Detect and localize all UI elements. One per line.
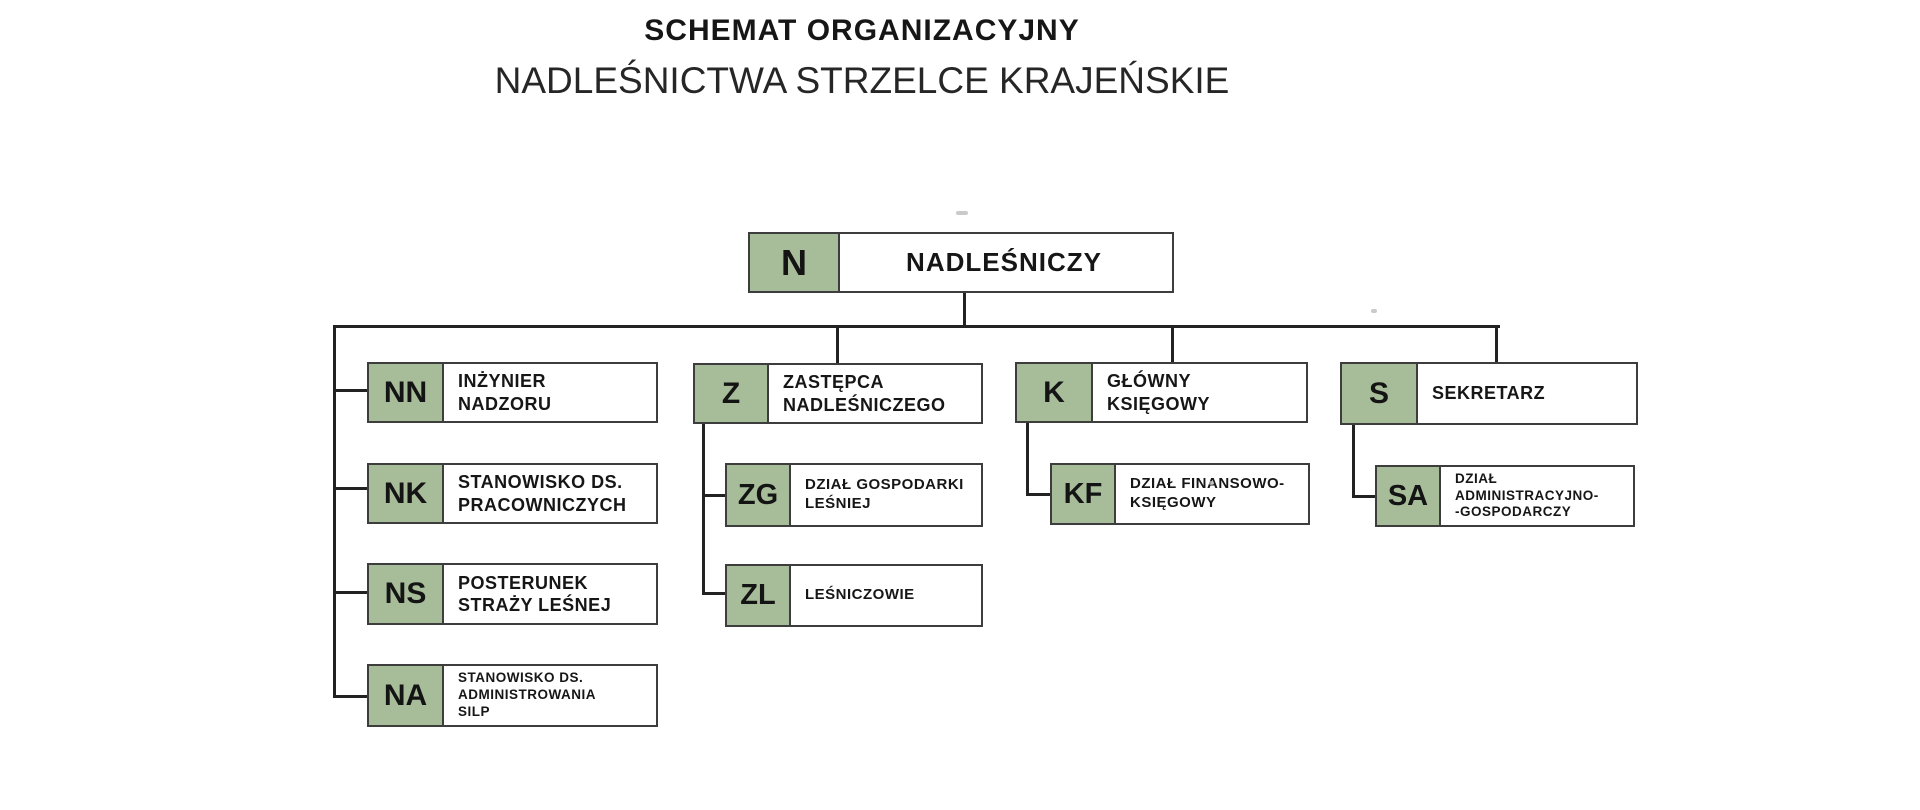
connector-stub-sa [1355,495,1375,498]
org-node-code-n: N [750,234,840,291]
org-node-label-k: GŁÓWNY KSIĘGOWY [1107,371,1211,414]
org-node-label-n: NADLEŚNICZY [906,247,1102,278]
org-node-lesniczowie: ZL LEŚNICZOWIE [725,564,983,627]
org-node-label-zl: LEŚNICZOWIE [805,586,915,604]
chart-title: SCHEMAT ORGANIZACYJNY [644,14,1080,47]
connector-z-spine [702,424,705,595]
org-node-code-z: Z [695,365,769,422]
connector-left-spine [333,325,336,698]
connector-stub-zl [705,592,725,595]
org-node-code-na: NA [369,666,444,725]
connector-stub-zg [705,494,725,497]
org-node-dzial-gospodarki-lesnej: ZG DZIAŁ GOSPODARKI LEŚNIEJ [725,463,983,527]
connector-k-spine [1026,423,1029,496]
org-node-code-zl: ZL [727,566,791,625]
org-node-code-s: S [1342,364,1418,423]
org-node-dzial-administracyjno-gospodarczy: SA DZIAŁ ADMINISTRACYJNO- -GOSPODARCZY [1375,465,1635,527]
connector-s-spine [1352,425,1355,498]
scan-artifact [1371,309,1377,313]
org-node-code-ns: NS [369,565,444,623]
org-node-code-nk: NK [369,465,444,522]
org-node-glowny-ksiegowy: K GŁÓWNY KSIĘGOWY [1015,362,1308,423]
connector-stub-nn [336,389,367,392]
connector-drop-s [1495,328,1498,362]
org-node-code-nn: NN [369,364,444,421]
connector-main-horizontal [333,325,1500,328]
org-node-label-kf: DZIAŁ FINANSOWO- KSIĘGOWY [1130,475,1285,511]
scan-artifact [956,211,968,215]
connector-root-drop [963,292,966,328]
org-node-code-sa: SA [1377,467,1441,525]
org-node-code-zg: ZG [727,465,791,525]
org-node-code-k: K [1017,364,1093,421]
org-node-nadlesniczy: N NADLEŚNICZY [748,232,1174,293]
org-node-label-z: ZASTĘPCA NADLEŚNICZEGO [783,372,946,415]
org-node-sekretarz: S SEKRETARZ [1340,362,1638,425]
org-node-label-s: SEKRETARZ [1432,383,1546,404]
chart-subtitle: NADLEŚNICTWA STRZELCE KRAJEŃSKIE [494,60,1230,101]
org-node-inzynier-nadzoru: NN INŻYNIER NADZORU [367,362,658,423]
org-node-label-na: STANOWISKO DS. ADMINISTROWANIA SILP [458,670,596,719]
org-node-label-nk: STANOWISKO DS. PRACOWNICZYCH [458,472,627,515]
connector-stub-ns [336,591,367,594]
org-node-label-sa: DZIAŁ ADMINISTRACYJNO- -GOSPODARCZY [1455,470,1599,520]
org-node-code-kf: KF [1052,465,1116,523]
org-node-stanowisko-pracownicze: NK STANOWISKO DS. PRACOWNICZYCH [367,463,658,524]
connector-drop-k [1171,328,1174,362]
org-node-label-ns: POSTERUNEK STRAŻY LEŚNEJ [458,572,612,616]
org-node-zastepca-nadlesniczego: Z ZASTĘPCA NADLEŚNICZEGO [693,363,983,424]
org-node-label-nn: INŻYNIER NADZORU [458,371,552,414]
connector-drop-z [836,328,839,363]
org-node-administrowanie-silp: NA STANOWISKO DS. ADMINISTROWANIA SILP [367,664,658,727]
connector-stub-na [336,695,367,698]
connector-stub-kf [1029,493,1050,496]
org-node-dzial-finansowo-ksiegowy: KF DZIAŁ FINANSOWO- KSIĘGOWY [1050,463,1310,525]
org-node-label-zg: DZIAŁ GOSPODARKI LEŚNIEJ [805,476,964,512]
org-node-posterunek-strazy: NS POSTERUNEK STRAŻY LEŚNEJ [367,563,658,625]
scan-artifact [1209,481,1214,485]
connector-stub-nk [336,487,367,490]
